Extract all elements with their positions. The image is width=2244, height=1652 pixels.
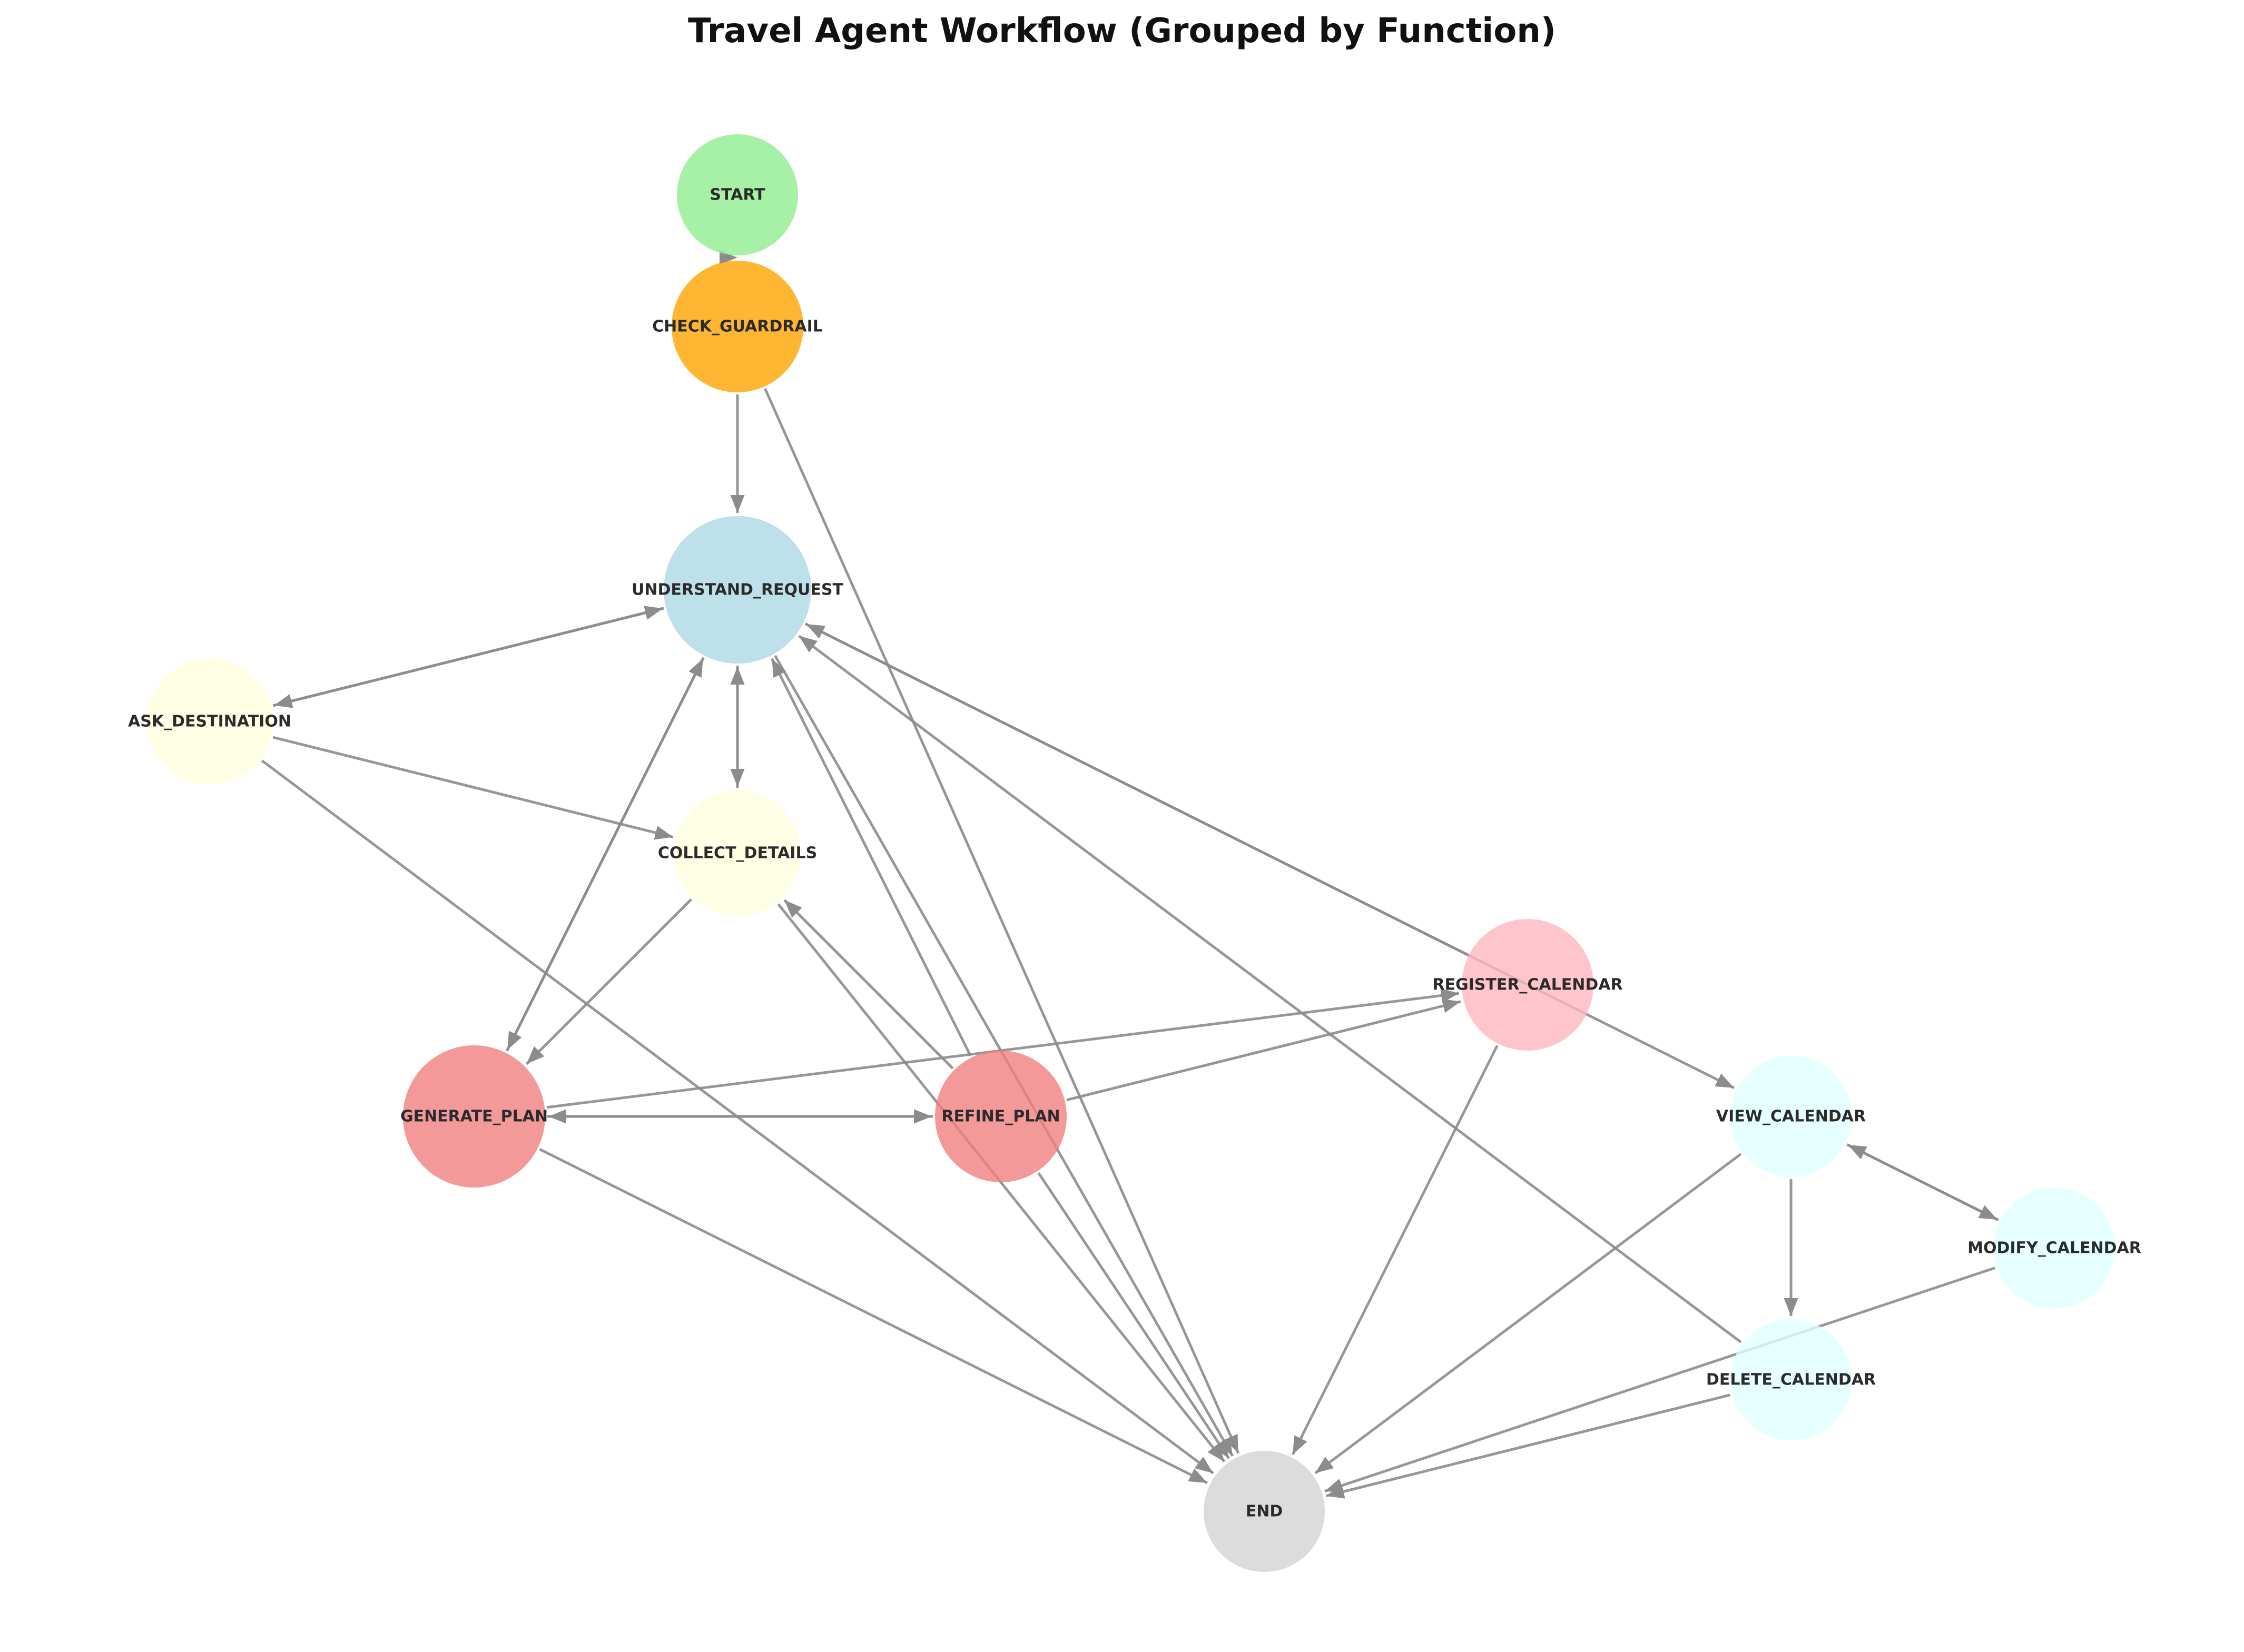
node-label-register-calendar: REGISTER_CALENDAR: [1432, 976, 1622, 994]
node-generate-plan: GENERATE_PLAN: [400, 1045, 548, 1188]
node-refine-plan: REFINE_PLAN: [935, 1051, 1067, 1182]
node-label-collect-details: COLLECT_DETAILS: [658, 844, 817, 863]
node-ask-destination: ASK_DESTINATION: [128, 658, 291, 785]
node-circle-end: [1204, 1451, 1325, 1572]
edge-generate-plan-to-register-calendar: [546, 988, 1460, 1109]
edge-delete-calendar-to-understand-request: [798, 635, 1742, 1343]
node-view-calendar: VIEW_CALENDAR: [1716, 1056, 1866, 1177]
edge-generate-plan-to-understand-request: [505, 658, 704, 1052]
node-collect-details: COLLECT_DETAILS: [658, 790, 817, 916]
node-circle-start: [677, 134, 798, 255]
node-end: END: [1204, 1451, 1325, 1572]
edge-view-calendar-to-end: [1314, 1153, 1742, 1475]
edge-collect-details-to-generate-plan: [525, 898, 693, 1065]
edge-collect-details-to-end: [777, 903, 1226, 1463]
node-label-check-guardrail: CHECK_GUARDRAIL: [652, 318, 823, 336]
node-circle-understand-request: [664, 516, 811, 664]
edge-refine-plan-to-collect-details: [783, 899, 954, 1070]
node-understand-request: UNDERSTAND_REQUEST: [632, 516, 844, 664]
edge-ask-destination-to-collect-details: [272, 736, 674, 840]
edge-modify-calendar-to-end: [1324, 1267, 1995, 1493]
node-label-ask-destination: ASK_DESTINATION: [128, 713, 291, 731]
edge-modify-calendar-to-view-calendar: [1847, 1143, 1999, 1222]
node-label-understand-request: UNDERSTAND_REQUEST: [632, 581, 843, 599]
node-label-delete-calendar: DELETE_CALENDAR: [1706, 1371, 1876, 1389]
edge-refine-plan-to-register-calendar: [1066, 998, 1461, 1102]
node-register-calendar: REGISTER_CALENDAR: [1432, 919, 1623, 1051]
node-circle-check-guardrail: [672, 261, 803, 392]
node-start: START: [677, 134, 798, 255]
node-circle-delete-calendar: [1730, 1319, 1852, 1440]
node-circle-modify-calendar: [1994, 1188, 2115, 1309]
node-circle-collect-details: [674, 790, 801, 916]
node-circle-generate-plan: [403, 1045, 545, 1188]
diagram-title: Travel Agent Workflow (Grouped by Functi…: [688, 12, 1556, 51]
node-circle-register-calendar: [1462, 919, 1593, 1051]
node-delete-calendar: DELETE_CALENDAR: [1706, 1319, 1876, 1440]
edge-delete-calendar-to-end: [1325, 1393, 1731, 1499]
node-label-end: END: [1246, 1502, 1283, 1521]
node-check-guardrail: CHECK_GUARDRAIL: [652, 261, 823, 392]
node-label-generate-plan: GENERATE_PLAN: [400, 1107, 548, 1126]
edge-refine-plan-to-end: [1037, 1172, 1230, 1459]
node-label-modify-calendar: MODIFY_CALENDAR: [1967, 1239, 2141, 1258]
edge-register-calendar-to-end: [1291, 1045, 1499, 1455]
node-label-start: START: [710, 186, 765, 204]
node-circle-view-calendar: [1730, 1056, 1852, 1177]
node-label-refine-plan: REFINE_PLAN: [941, 1107, 1060, 1126]
node-label-view-calendar: VIEW_CALENDAR: [1716, 1107, 1866, 1126]
edges-layer: [261, 388, 1999, 1499]
edge-register-calendar-to-understand-request: [805, 623, 1468, 956]
edge-refine-plan-to-understand-request: [771, 658, 972, 1056]
node-circle-ask-destination: [146, 658, 273, 785]
node-modify-calendar: MODIFY_CALENDAR: [1967, 1188, 2141, 1309]
edge-check-guardrail-to-end: [764, 388, 1240, 1454]
nodes-layer: START CHECK_GUARDRAIL UNDERSTAND_REQUEST AS…: [128, 134, 2141, 1572]
edge-generate-plan-to-end: [539, 1148, 1208, 1485]
edge-ask-destination-to-understand-request: [272, 606, 663, 707]
node-circle-refine-plan: [935, 1051, 1067, 1182]
